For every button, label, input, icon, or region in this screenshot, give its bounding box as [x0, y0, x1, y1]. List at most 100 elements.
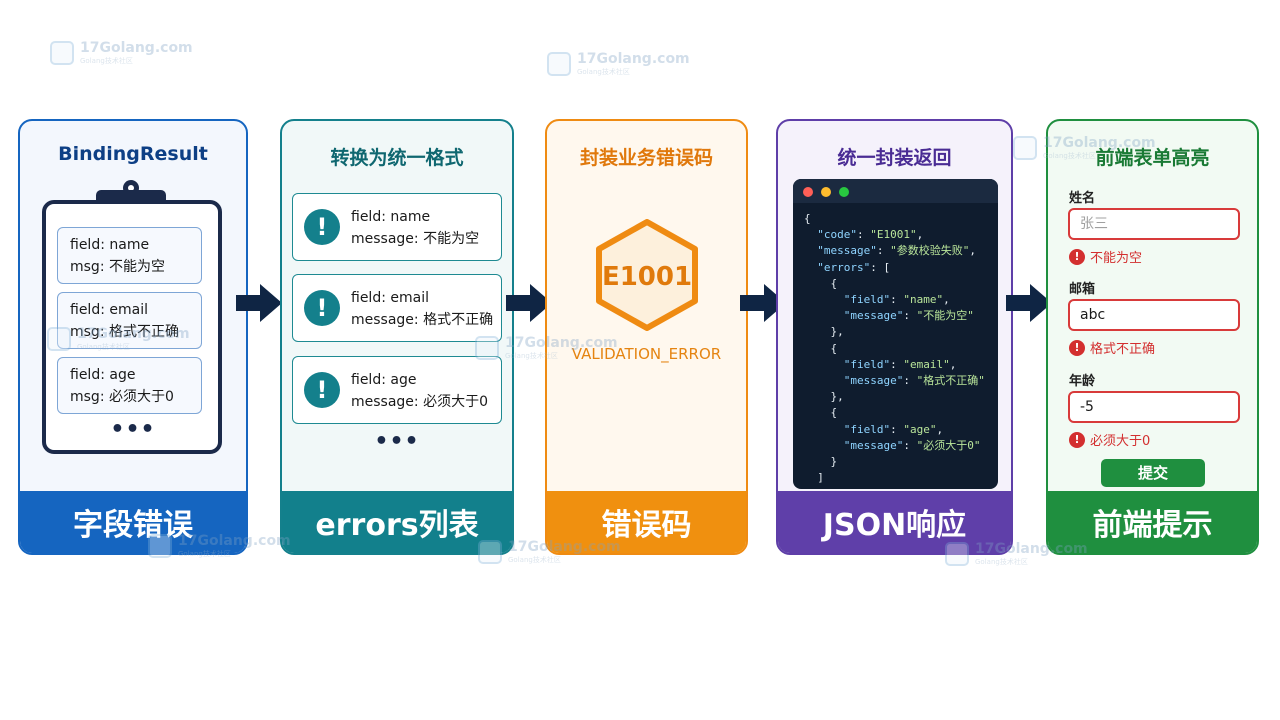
panel-footer: 字段错误: [20, 491, 246, 553]
email-label: 邮箱: [1069, 282, 1096, 297]
close-dot-icon: [803, 187, 813, 197]
panel-footer: JSON响应: [778, 491, 1011, 553]
name-label: 姓名: [1069, 191, 1096, 206]
terminal-titlebar: [793, 179, 998, 203]
json-code-line: },: [804, 390, 844, 404]
watermark-logo-icon: [50, 41, 74, 65]
watermark-logo-icon: [475, 336, 499, 360]
watermark-text: 17Golang.com: [80, 40, 193, 56]
panel-frontend-form: 前端表单高亮 姓名 张三 ! 不能为空 邮箱 abc ! 格式不正确 年龄 -5…: [1046, 119, 1259, 555]
json-code-line: "code": "E1001",: [817, 228, 924, 242]
watermark-text: 17Golang.com: [577, 51, 690, 67]
arrow-right-icon: [506, 284, 552, 322]
error-code-text: E1001: [602, 262, 692, 292]
json-code-line: }: [804, 455, 838, 469]
panel-title: 转换为统一格式: [330, 147, 464, 169]
error-code-label: VALIDATION_ERROR: [571, 345, 722, 363]
field-msg-text: msg: 不能为空: [70, 259, 165, 275]
error-message-text: message: 格式不正确: [351, 312, 494, 328]
panel-footer: errors列表: [282, 491, 512, 553]
watermark-logo-icon: [1013, 136, 1037, 160]
watermark-logo-icon: [547, 52, 571, 76]
json-code-line: "message": "必须大于0": [843, 438, 981, 452]
email-error-text: 格式不正确: [1090, 342, 1156, 357]
watermark-subtext: Golang技术社区: [975, 558, 1028, 566]
age-input[interactable]: -5: [1068, 391, 1240, 423]
json-code-line: },: [804, 325, 844, 339]
field-error-card: field: name msg: 不能为空: [57, 227, 202, 284]
error-icon: !: [1069, 248, 1085, 265]
error-item-card: ! field: email message: 格式不正确: [292, 274, 502, 342]
age-label: 年龄: [1069, 374, 1096, 389]
field-msg-text: msg: 格式不正确: [70, 324, 179, 340]
minimize-dot-icon: [821, 187, 831, 197]
arrow-right-icon: [236, 284, 282, 322]
name-input[interactable]: 张三: [1068, 208, 1240, 240]
watermark-text: 17Golang.com: [975, 541, 1088, 557]
error-message-text: message: 必须大于0: [351, 394, 488, 410]
name-error: ! 不能为空: [1069, 247, 1142, 266]
age-error-text: 必须大于0: [1090, 434, 1151, 449]
email-error: ! 格式不正确: [1069, 338, 1155, 357]
json-code-line: "field": "email",: [843, 357, 957, 371]
json-code-line: "message": "参数校验失败",: [817, 244, 976, 258]
error-item-card: ! field: age message: 必须大于0: [292, 356, 502, 424]
json-code-line: "message": "格式不正确": [843, 374, 985, 388]
watermark-subtext: Golang技术社区: [505, 352, 558, 360]
error-icon: !: [1069, 431, 1085, 448]
watermark-subtext: Golang技术社区: [77, 343, 130, 351]
watermark-text: 17Golang.com: [77, 326, 190, 342]
error-message-text: message: 不能为空: [351, 231, 480, 247]
watermark-subtext: Golang技术社区: [508, 556, 561, 564]
error-field-text: field: name: [351, 209, 431, 225]
field-name-text: field: email: [70, 302, 148, 318]
panel-error-code: 封装业务错误码 E1001 VALIDATION_ERROR 错误码: [545, 119, 748, 555]
error-icon: !: [1069, 339, 1085, 356]
watermark-logo-icon: [148, 534, 172, 558]
arrow-right-icon: [740, 284, 786, 322]
panel-title: 封装业务错误码: [579, 147, 713, 169]
watermark-logo-icon: [945, 542, 969, 566]
panel-json-response: 统一封装返回 { "code": "E1001", "message": "参数…: [776, 119, 1013, 555]
json-code-line: {: [804, 276, 838, 290]
panel-footer: 错误码: [547, 491, 746, 553]
field-name-text: field: name: [70, 237, 150, 253]
json-code-line: "message": "不能为空": [843, 309, 974, 323]
email-input[interactable]: abc: [1068, 299, 1240, 331]
json-code-line: {: [804, 212, 811, 225]
hexagon-badge-icon: E1001: [596, 219, 698, 331]
code-terminal: { "code": "E1001", "message": "参数校验失败", …: [793, 179, 998, 489]
panel-title: BindingResult: [58, 143, 208, 165]
error-field-text: field: email: [351, 290, 429, 306]
watermark-text: 17Golang.com: [1043, 135, 1156, 151]
panel-binding-result: BindingResult field: name msg: 不能为空 fiel…: [18, 119, 248, 555]
watermark-logo-icon: [478, 540, 502, 564]
ellipsis: •••: [374, 429, 420, 454]
error-field-text: field: age: [351, 372, 417, 388]
field-name-text: field: age: [70, 367, 136, 383]
field-msg-text: msg: 必须大于0: [70, 389, 174, 405]
error-item-card: ! field: name message: 不能为空: [292, 193, 502, 261]
watermark-subtext: Golang技术社区: [178, 550, 231, 558]
watermark-text: 17Golang.com: [505, 335, 618, 351]
arrow-right-icon: [1006, 284, 1052, 322]
panel-footer: 前端提示: [1048, 491, 1257, 553]
watermark-subtext: Golang技术社区: [577, 68, 630, 76]
json-code-block: { "code": "E1001", "message": "参数校验失败", …: [804, 211, 985, 486]
alert-icon: !: [304, 372, 340, 408]
json-code-line: {: [804, 341, 838, 355]
watermark-subtext: Golang技术社区: [1043, 152, 1096, 160]
submit-button[interactable]: 提交: [1101, 459, 1205, 487]
maximize-dot-icon: [839, 187, 849, 197]
ellipsis: •••: [110, 417, 156, 442]
field-error-card: field: email msg: 格式不正确: [57, 292, 202, 349]
name-error-text: 不能为空: [1090, 251, 1143, 266]
field-error-card: field: age msg: 必须大于0: [57, 357, 202, 414]
json-code-line: {: [804, 406, 838, 420]
watermark-logo-icon: [47, 327, 71, 351]
